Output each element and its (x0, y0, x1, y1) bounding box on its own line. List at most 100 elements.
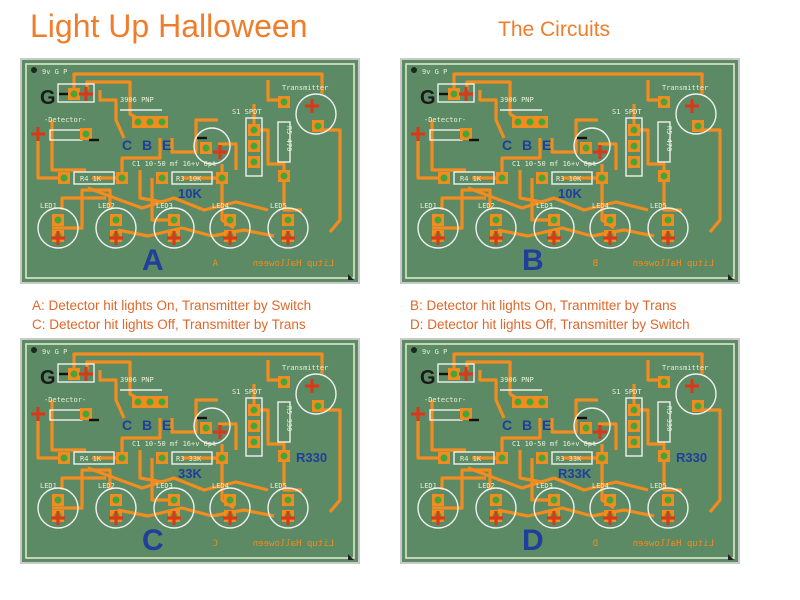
led4-body (209, 207, 251, 249)
led4-plus (603, 231, 617, 245)
led5-label: LED5 (650, 202, 667, 210)
led3-body (153, 487, 195, 529)
transistor-label: 3906 PNP (120, 96, 154, 104)
switch-label: S1 SPDT (612, 108, 642, 116)
led2-pad-1 (110, 494, 122, 506)
r5-body (657, 401, 671, 443)
r3-label: R3 33K (556, 455, 582, 463)
led1-label: LED1 (40, 202, 57, 210)
caption-c: C: Detector hit lights Off, Transmitter … (32, 317, 306, 332)
transmitter-label: Transmitter (662, 364, 708, 372)
led4-pad-1 (224, 494, 236, 506)
ground-label: G (420, 367, 436, 389)
power-minus (439, 372, 449, 376)
transistor-e-label: E (542, 417, 551, 433)
mirrored-text-group: Litup Halloween B (593, 259, 714, 269)
led3-label: LED3 (536, 482, 553, 490)
trace-16 (117, 506, 275, 518)
led2-body (475, 487, 517, 529)
switch-pad-1 (248, 124, 260, 136)
transistor-c-label: C (502, 137, 512, 153)
caption-b: B: Detector hit lights On, Tranmitter by… (410, 298, 677, 313)
power-connector-outline (57, 363, 95, 383)
board-letter: B (522, 244, 544, 277)
led1-plus (51, 231, 65, 245)
led2-plus (109, 511, 123, 525)
trace-4 (36, 410, 62, 460)
trace-16 (117, 226, 275, 238)
r3-value-label: 33K (178, 466, 202, 481)
r5-body (277, 121, 291, 163)
board-outline (25, 63, 355, 279)
transmitter-plus (305, 379, 319, 393)
led1-body (417, 487, 459, 529)
power-label: 9v G P (42, 68, 67, 76)
ground-label: G (420, 87, 436, 109)
board-letter: A (142, 244, 164, 277)
trace-3 (98, 370, 126, 419)
switch-pad-3 (248, 436, 260, 448)
trace-5 (50, 400, 86, 452)
led3-body (533, 487, 575, 529)
transmitter-body (295, 373, 337, 415)
transmitter-pad-1 (278, 96, 290, 108)
board-outline (405, 63, 735, 279)
r3-label: R3 10K (556, 175, 582, 183)
trace-1 (72, 72, 324, 94)
transistor-label: 3906 PNP (500, 96, 534, 104)
trace-5 (430, 400, 466, 452)
capacitor-label: C1 10-50 mf 16+v Opt (512, 160, 596, 168)
transistor-pad-b (144, 396, 156, 408)
led2-pad-1 (490, 214, 502, 226)
led2-body (95, 207, 137, 249)
transmitter-pad-1 (278, 376, 290, 388)
switch-label: S1 SPDT (232, 388, 262, 396)
led3-label: LED3 (156, 482, 173, 490)
r3-label: R3 10K (176, 175, 202, 183)
r3-value-label: R33K (558, 466, 592, 481)
led4-plus (223, 511, 237, 525)
transistor-label: 3906 PNP (500, 376, 534, 384)
capacitor-minus (197, 136, 207, 140)
led1-label: LED1 (420, 202, 437, 210)
led5-label: LED5 (650, 482, 667, 490)
transmitter-pad-2 (312, 400, 324, 412)
led3-plus (167, 511, 181, 525)
capacitor-pad (200, 142, 212, 154)
trace-16 (497, 506, 655, 518)
led5-body (647, 487, 689, 529)
detector-plus (411, 407, 425, 421)
trace-15 (432, 188, 492, 230)
r4-pad-1 (438, 172, 450, 184)
led1-body (37, 207, 79, 249)
capacitor-body (193, 127, 231, 165)
mirrored-board-label: Litup Halloween (633, 259, 714, 269)
r5-pad (658, 450, 670, 462)
led5-plus (661, 231, 675, 245)
transmitter-label: Transmitter (282, 364, 328, 372)
trace-14 (467, 186, 649, 212)
capacitor-plus (593, 145, 607, 159)
corner-arrow-icon (728, 554, 734, 560)
switch-pad-1 (628, 124, 640, 136)
switch-pad-2 (628, 420, 640, 432)
power-label: 9v G P (42, 348, 67, 356)
board-letter: C (142, 524, 164, 557)
mirrored-board-letter: B (593, 259, 598, 269)
capacitor-body (573, 407, 611, 445)
led5-body (267, 207, 309, 249)
led4-label: LED4 (592, 202, 609, 210)
mirrored-board-letter: A (212, 259, 218, 269)
r4-body (453, 451, 495, 465)
mirrored-board-letter: D (593, 539, 598, 549)
power-minus (59, 372, 69, 376)
trace-7 (550, 398, 598, 434)
switch-label: S1 SPDT (232, 108, 262, 116)
transistor-e-label: E (162, 417, 171, 433)
transmitter-pad-2 (692, 400, 704, 412)
transmitter-body (295, 93, 337, 135)
detector-minus (89, 418, 99, 422)
